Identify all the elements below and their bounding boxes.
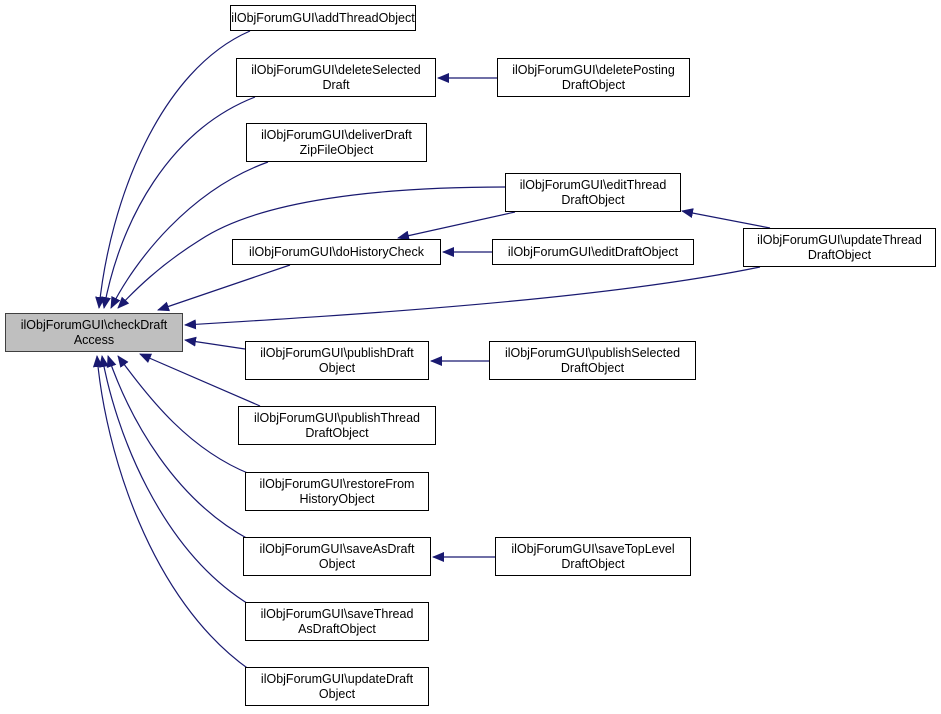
- node-add-thread-object[interactable]: ilObjForumGUI\addThreadObject: [230, 5, 416, 31]
- node-deliver-draft-zip-file-object[interactable]: ilObjForumGUI\deliverDraft ZipFileObject: [246, 123, 427, 162]
- node-update-draft-object[interactable]: ilObjForumGUI\updateDraft Object: [245, 667, 429, 706]
- node-save-thread-as-draft-object[interactable]: ilObjForumGUI\saveThread AsDraftObject: [245, 602, 429, 641]
- node-publish-thread-draft-object[interactable]: ilObjForumGUI\publishThread DraftObject: [238, 406, 436, 445]
- node-label-line: ilObjForumGUI\doHistoryCheck: [248, 244, 425, 259]
- node-label-line: Access: [73, 332, 115, 347]
- node-label-line: Object: [318, 686, 356, 701]
- node-label-line: DraftObject: [807, 247, 872, 262]
- node-label-line: DraftObject: [561, 192, 625, 207]
- node-edit-draft-object[interactable]: ilObjForumGUI\editDraftObject: [492, 239, 694, 265]
- node-label-line: ilObjForumGUI\saveAsDraft: [259, 541, 415, 556]
- node-label-line: DraftObject: [561, 556, 625, 571]
- node-label-line: ilObjForumGUI\deliverDraft: [261, 127, 412, 142]
- node-label-line: ilObjForumGUI\editDraftObject: [507, 244, 679, 259]
- node-label-line: DraftObject: [561, 77, 626, 92]
- node-label-line: ilObjForumGUI\checkDraft: [20, 317, 168, 332]
- node-label-line: ZipFileObject: [299, 142, 374, 157]
- node-label-line: HistoryObject: [299, 491, 375, 506]
- node-label-line: ilObjForumGUI\publishDraft: [260, 345, 414, 360]
- node-save-top-level-draft-object[interactable]: ilObjForumGUI\saveTopLevel DraftObject: [495, 537, 691, 576]
- node-delete-posting-draft-object[interactable]: ilObjForumGUI\deletePosting DraftObject: [497, 58, 690, 97]
- node-label-line: Draft: [322, 77, 350, 92]
- node-label-line: DraftObject: [560, 360, 625, 375]
- node-check-draft-access[interactable]: ilObjForumGUI\checkDraft Access: [5, 313, 183, 352]
- edge-saveAsDraftObject-to-checkDraftAccess: [106, 355, 251, 541]
- edge-publishThreadDraftObject-to-checkDraftAccess: [139, 353, 261, 407]
- node-label-line: ilObjForumGUI\editThread: [519, 177, 667, 192]
- edge-publishDraftObject-to-checkDraftAccess: [184, 336, 246, 350]
- node-publish-selected-draft-object[interactable]: ilObjForumGUI\publishSelected DraftObjec…: [489, 341, 696, 380]
- edge-addThreadObject-to-checkDraftAccess: [95, 30, 251, 309]
- node-update-thread-draft-object[interactable]: ilObjForumGUI\updateThread DraftObject: [743, 228, 936, 267]
- node-label-line: ilObjForumGUI\updateThread: [757, 232, 922, 247]
- edge-doHistoryCheck-to-checkDraftAccess: [157, 264, 291, 312]
- node-label-line: ilObjForumGUI\publishThread: [253, 410, 421, 425]
- node-label-line: ilObjForumGUI\saveThread: [260, 606, 414, 621]
- node-label-line: ilObjForumGUI\addThreadObject: [231, 10, 415, 25]
- node-delete-selected-draft[interactable]: ilObjForumGUI\deleteSelected Draft: [236, 58, 436, 97]
- node-restore-from-history-object[interactable]: ilObjForumGUI\restoreFrom HistoryObject: [245, 472, 429, 511]
- node-save-as-draft-object[interactable]: ilObjForumGUI\saveAsDraft Object: [243, 537, 431, 576]
- node-do-history-check[interactable]: ilObjForumGUI\doHistoryCheck: [232, 239, 441, 265]
- edge-restoreFromHistoryObject-to-checkDraftAccess: [117, 355, 251, 475]
- node-publish-draft-object[interactable]: ilObjForumGUI\publishDraft Object: [245, 341, 429, 380]
- node-label-line: Object: [318, 360, 356, 375]
- edge-saveThreadAsDraftObject-to-checkDraftAccess: [98, 355, 251, 606]
- node-label-line: DraftObject: [305, 425, 369, 440]
- edge-deliverDraftZipFileObject-to-checkDraftAccess: [110, 161, 269, 309]
- node-edit-thread-draft-object[interactable]: ilObjForumGUI\editThread DraftObject: [505, 173, 681, 212]
- node-label-line: ilObjForumGUI\publishSelected: [504, 345, 681, 360]
- node-label-line: ilObjForumGUI\saveTopLevel: [511, 541, 675, 556]
- node-label-line: AsDraftObject: [298, 621, 376, 636]
- edge-updateThreadDraftObject-to-checkDraftAccess: [184, 266, 761, 330]
- node-label-line: ilObjForumGUI\deletePosting: [512, 62, 675, 77]
- edge-deleteSelectedDraft-to-checkDraftAccess: [101, 96, 256, 309]
- edge-updateThreadDraftObject-to-editThreadDraftObject: [681, 208, 771, 229]
- edge-editThreadDraftObject-to-checkDraftAccess: [117, 186, 506, 309]
- edge-updateDraftObject-to-checkDraftAccess: [92, 355, 251, 671]
- node-label-line: Object: [318, 556, 356, 571]
- node-label-line: ilObjForumGUI\deleteSelected: [251, 62, 421, 77]
- edge-editThreadDraftObject-to-doHistoryCheck: [397, 211, 516, 241]
- node-label-line: ilObjForumGUI\updateDraft: [260, 671, 414, 686]
- node-label-line: ilObjForumGUI\restoreFrom: [259, 476, 415, 491]
